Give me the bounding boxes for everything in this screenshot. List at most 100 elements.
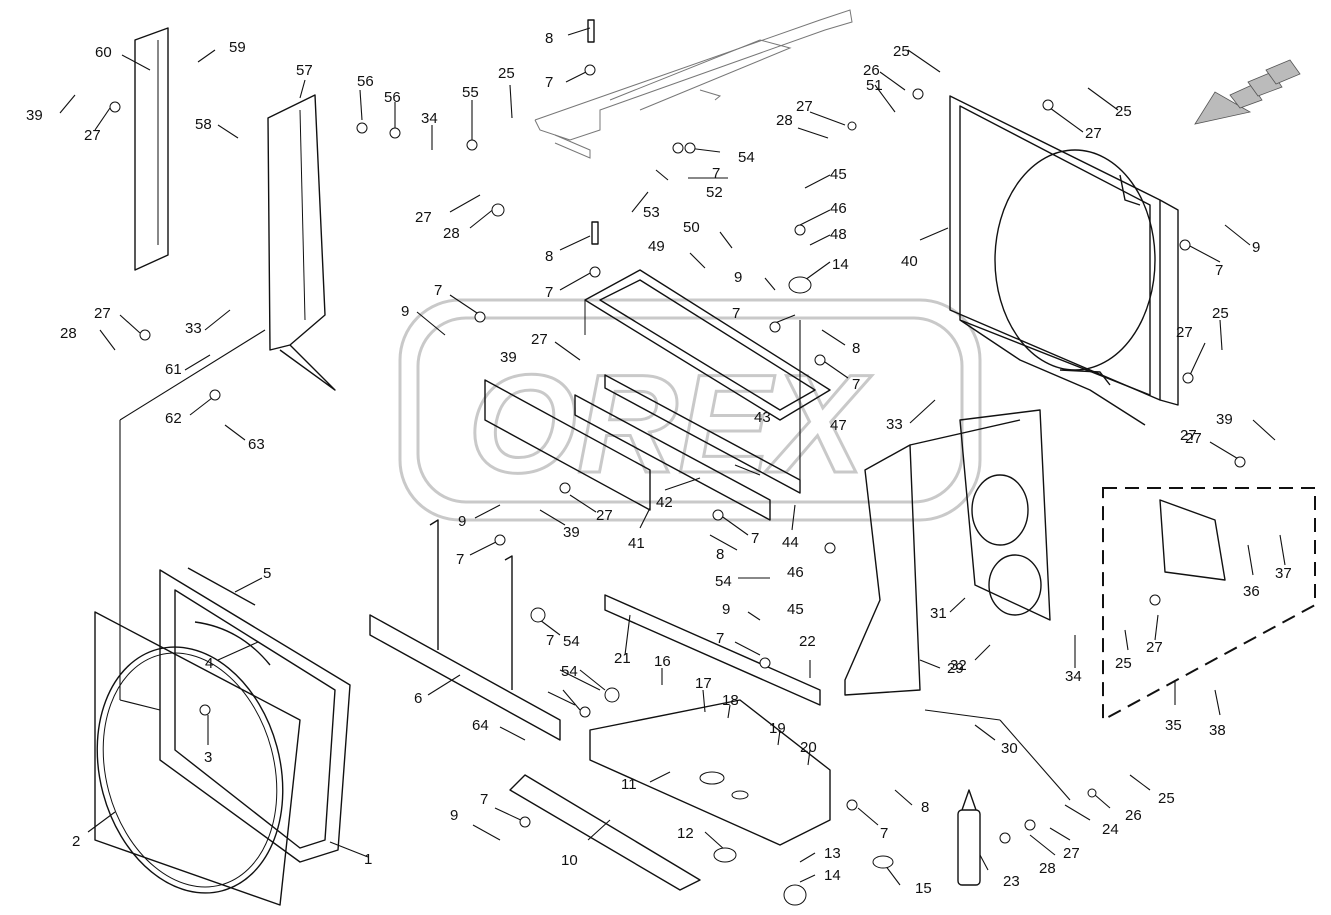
callout-7-left: 7	[434, 282, 442, 299]
callout-64: 64	[472, 717, 489, 734]
callout-16: 16	[654, 653, 671, 670]
callout-39-mid: 39	[500, 349, 517, 366]
callout-33a: 33	[886, 416, 903, 433]
frame-1	[159, 569, 351, 863]
callout-9-low: 9	[458, 513, 466, 530]
callout-8a: 8	[545, 30, 553, 47]
callout-45a: 45	[830, 166, 847, 183]
callout-46-low: 46	[787, 564, 804, 581]
callout-31: 31	[930, 605, 947, 622]
callout-62: 62	[165, 410, 182, 427]
callout-14a: 14	[824, 867, 841, 884]
callout-29: 29	[947, 660, 964, 677]
bar-43	[604, 374, 801, 494]
callout-58: 58	[195, 116, 212, 133]
callout-8-low: 8	[716, 546, 724, 563]
bar-21	[604, 594, 821, 706]
callout-12: 12	[677, 825, 694, 842]
callout-33-l: 33	[185, 320, 202, 337]
callout-labels-repeated: 7 8 7 7 27 39 7 9 7 8 7 14 9 7 27 39 8 7…	[26, 43, 1260, 842]
callout-54-low: 54	[715, 573, 732, 590]
callout-23: 23	[1003, 873, 1020, 890]
side-panel-57	[267, 94, 336, 391]
panel-2	[94, 611, 301, 906]
callout-27-kit: 27	[1146, 639, 1163, 656]
callout-9-mid: 9	[734, 269, 742, 286]
callout-36: 36	[1243, 583, 1260, 600]
callout-54-l2: 54	[563, 633, 580, 650]
callout-25-kit: 25	[1115, 655, 1132, 672]
callout-28a: 28	[1039, 860, 1056, 877]
callout-7-l4: 7	[480, 791, 488, 808]
callout-53: 53	[643, 204, 660, 221]
callout-8-m47: 8	[852, 340, 860, 357]
callout-5: 5	[263, 565, 271, 582]
kit-group-35	[1102, 487, 1316, 722]
callout-27a: 27	[1063, 845, 1080, 862]
callout-38: 38	[1209, 722, 1226, 739]
callout-7-low2: 7	[751, 530, 759, 547]
callout-7-l5: 7	[880, 825, 888, 842]
callout-54-l3: 54	[561, 663, 578, 680]
strip-10	[509, 774, 701, 891]
callout-7-l3: 7	[716, 630, 724, 647]
side-panel-60	[134, 27, 169, 271]
leader-lines	[59, 27, 1286, 886]
ghost-chassis-frame	[534, 9, 853, 159]
sealant-tube-23	[957, 789, 981, 886]
callout-17: 17	[695, 675, 712, 692]
callout-22: 22	[799, 633, 816, 650]
fasteners	[109, 19, 1246, 906]
callout-57: 57	[296, 62, 313, 79]
callout-7-r: 7	[1215, 262, 1223, 279]
callout-56-b: 56	[384, 89, 401, 106]
callout-10: 10	[561, 852, 578, 869]
seal-4	[194, 621, 271, 666]
callout-9a: 9	[401, 303, 409, 320]
callout-61: 61	[165, 361, 182, 378]
callout-7-mid: 7	[545, 284, 553, 301]
panel-31	[959, 409, 1051, 621]
callout-1: 1	[364, 851, 372, 868]
callout-49: 49	[648, 238, 665, 255]
callout-9-r: 9	[1252, 239, 1260, 256]
callout-21: 21	[614, 650, 631, 667]
callout-60: 60	[95, 44, 112, 61]
callout-8-mid: 8	[545, 248, 553, 265]
plate-11	[589, 699, 831, 846]
callout-2: 2	[72, 833, 80, 850]
callout-27-l: 27	[84, 127, 101, 144]
callout-27-k: 27	[1180, 427, 1197, 444]
cross-member-47	[584, 269, 831, 421]
callout-50: 50	[683, 219, 700, 236]
callout-27-t2: 27	[415, 209, 432, 226]
bracket-29	[844, 419, 1021, 696]
callout-55: 55	[462, 84, 479, 101]
callout-25-r2: 25	[1212, 305, 1229, 322]
callout-25-t2: 25	[498, 65, 515, 82]
fan-shroud-40	[949, 95, 1179, 426]
callout-59: 59	[229, 39, 246, 56]
callout-27-r3: 27	[1085, 125, 1102, 142]
callout-14-top: 14	[832, 256, 849, 273]
callout-56a: 56	[357, 73, 374, 90]
callout-7-m47: 7	[732, 305, 740, 322]
callout-40: 40	[901, 253, 918, 270]
callout-54a: 54	[738, 149, 755, 166]
callout-39-l: 39	[26, 107, 43, 124]
callout-9-l2: 9	[722, 601, 730, 618]
callout-7-low: 7	[456, 551, 464, 568]
callout-8-l5: 8	[921, 799, 929, 816]
callout-35: 35	[1165, 717, 1182, 734]
callout-18: 18	[722, 692, 739, 709]
callout-28-t2: 28	[443, 225, 460, 242]
callout-4: 4	[205, 655, 213, 672]
callout-7-b47: 7	[852, 376, 860, 393]
callout-27-t: 27	[796, 98, 813, 115]
direction-arrow-icon	[1194, 59, 1301, 125]
callout-9-l4: 9	[450, 807, 458, 824]
callout-45-low: 45	[787, 601, 804, 618]
callout-19: 19	[769, 720, 786, 737]
callout-7a: 7	[546, 632, 554, 649]
